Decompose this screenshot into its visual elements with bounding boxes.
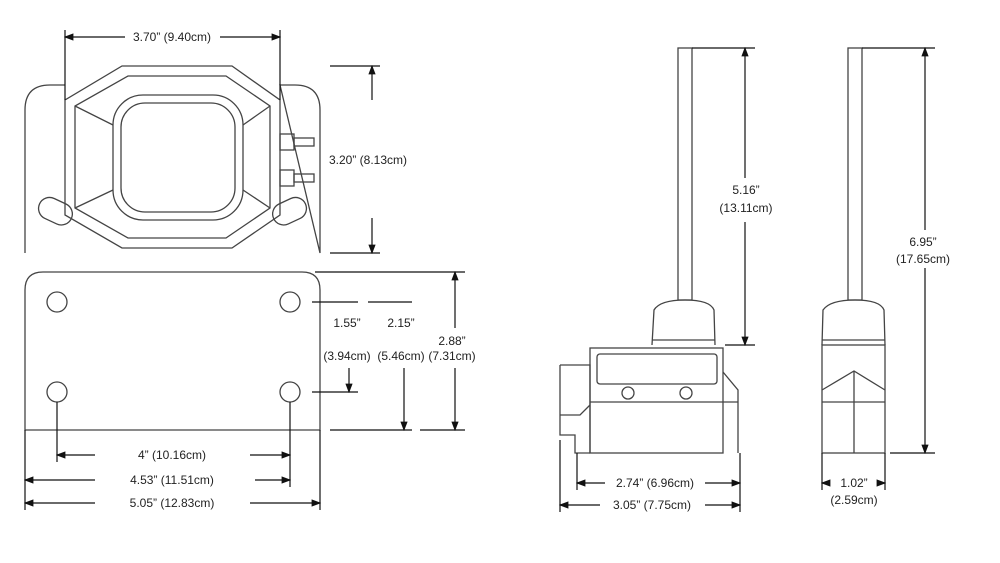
dim-overall-height: 6.95” (909, 235, 936, 249)
dim-overall-width: 3.05” (7.75cm) (613, 498, 691, 512)
dim-top-height: 3.20” (8.13cm) (329, 153, 407, 167)
mount-hole (46, 291, 68, 313)
dim-hole-to-base: 2.15” (387, 316, 414, 330)
nut-bolt (279, 169, 315, 187)
dim-hole-to-base-cm: (5.46cm) (377, 349, 424, 363)
dim-hole-spacing-v: 1.55” (333, 316, 360, 330)
mount-hole (46, 381, 68, 403)
switch-front-view (559, 47, 739, 454)
dim-plate-height: 2.88” (438, 334, 465, 348)
nut-bolt (279, 133, 315, 151)
dim-hole-spacing-h: 4” (10.16cm) (138, 448, 206, 462)
dim-shaft-length: 5.16” (732, 183, 759, 197)
right-dimension-lines: 5.16” (13.11cm) 6.95” (17.65cm) 2.74” (6… (558, 46, 950, 512)
dim-overall-height-cm: (17.65cm) (896, 252, 950, 266)
dim-plate-height-cm: (7.31cm) (428, 349, 475, 363)
mount-hole (279, 291, 301, 313)
dim-plate-width: 5.05” (12.83cm) (130, 496, 215, 510)
dim-top-width: 3.70” (9.40cm) (133, 30, 211, 44)
left-dimension-lines: 3.70” (9.40cm) 3.20” (8.13cm) 1.55” (3.9… (23, 30, 476, 510)
dim-hole-outer-h: 4.53” (11.51cm) (130, 473, 214, 487)
dim-body-width: 2.74” (6.96cm) (616, 476, 694, 490)
dim-side-width: 1.02” (840, 476, 867, 490)
alarm-top-view (24, 65, 321, 254)
mounting-plate (24, 271, 321, 431)
switch-side-view (821, 47, 886, 454)
mount-hole (279, 381, 301, 403)
dim-hole-spacing-v-cm: (3.94cm) (323, 349, 370, 363)
dim-shaft-length-cm: (13.11cm) (719, 201, 772, 215)
dim-side-width-cm: (2.59cm) (830, 493, 877, 507)
